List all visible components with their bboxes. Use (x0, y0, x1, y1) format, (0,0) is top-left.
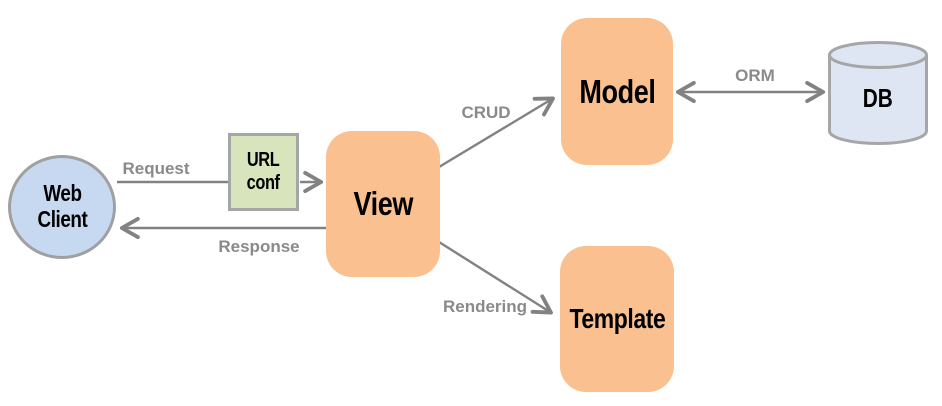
db-label: DB (862, 83, 894, 113)
edge-label-response: Response (218, 237, 300, 256)
url-conf-label-line2: conf (247, 172, 280, 194)
node-web-client: Web Client (8, 155, 116, 259)
edge-label-orm: ORM (735, 66, 775, 85)
node-model: Model (561, 18, 673, 165)
url-conf-label-line1: URL (247, 149, 280, 171)
edge-label-crud: CRUD (461, 103, 511, 122)
edge-crud (438, 96, 555, 169)
web-client-label-line1: Web (42, 180, 82, 207)
edge-label-rendering: Rendering (442, 297, 528, 316)
view-label: View (353, 185, 413, 222)
template-label: Template (569, 303, 665, 334)
web-client-label-line2: Client (37, 206, 87, 232)
edge-label-request: Request (122, 159, 190, 178)
node-view: View (326, 131, 440, 277)
edge-rendering (438, 240, 553, 315)
node-template: Template (560, 246, 674, 392)
db-cylinder (828, 41, 928, 145)
model-label: Model (578, 72, 656, 110)
node-db: DB (828, 83, 928, 114)
node-url-conf: URL conf (228, 133, 299, 211)
